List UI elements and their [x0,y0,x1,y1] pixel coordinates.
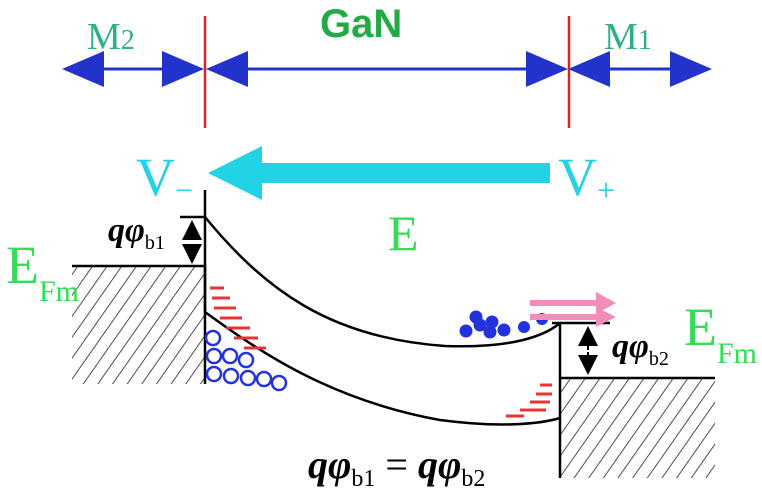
barrier-height-b1-label: qφb1 [108,212,165,254]
fermi-level-left-label: EFm [6,235,80,308]
electron-drift-arrows [530,292,616,327]
potential-arrow [208,146,550,200]
metal-m2-label: M2 [87,16,135,58]
left-negative-charges [210,286,266,350]
right-negative-charges [506,383,552,418]
left-metal-block [72,264,207,384]
valence-band [204,310,561,426]
barrier-equality-equation: qφb1=qφb2 [308,442,486,492]
metal-m1-label: M1 [604,16,652,58]
material-title: GaN [320,2,403,46]
v-minus-label: V− [136,147,194,208]
right-metal-block [558,376,715,478]
v-plus-label: V+ [558,147,616,208]
barrier-height-b2-label: qφb2 [612,328,669,370]
conduction-band [204,216,561,348]
electric-field-label: E [388,205,419,261]
electrons [459,310,548,339]
fermi-level-right-label: EFm [684,297,758,370]
holes [204,329,288,392]
